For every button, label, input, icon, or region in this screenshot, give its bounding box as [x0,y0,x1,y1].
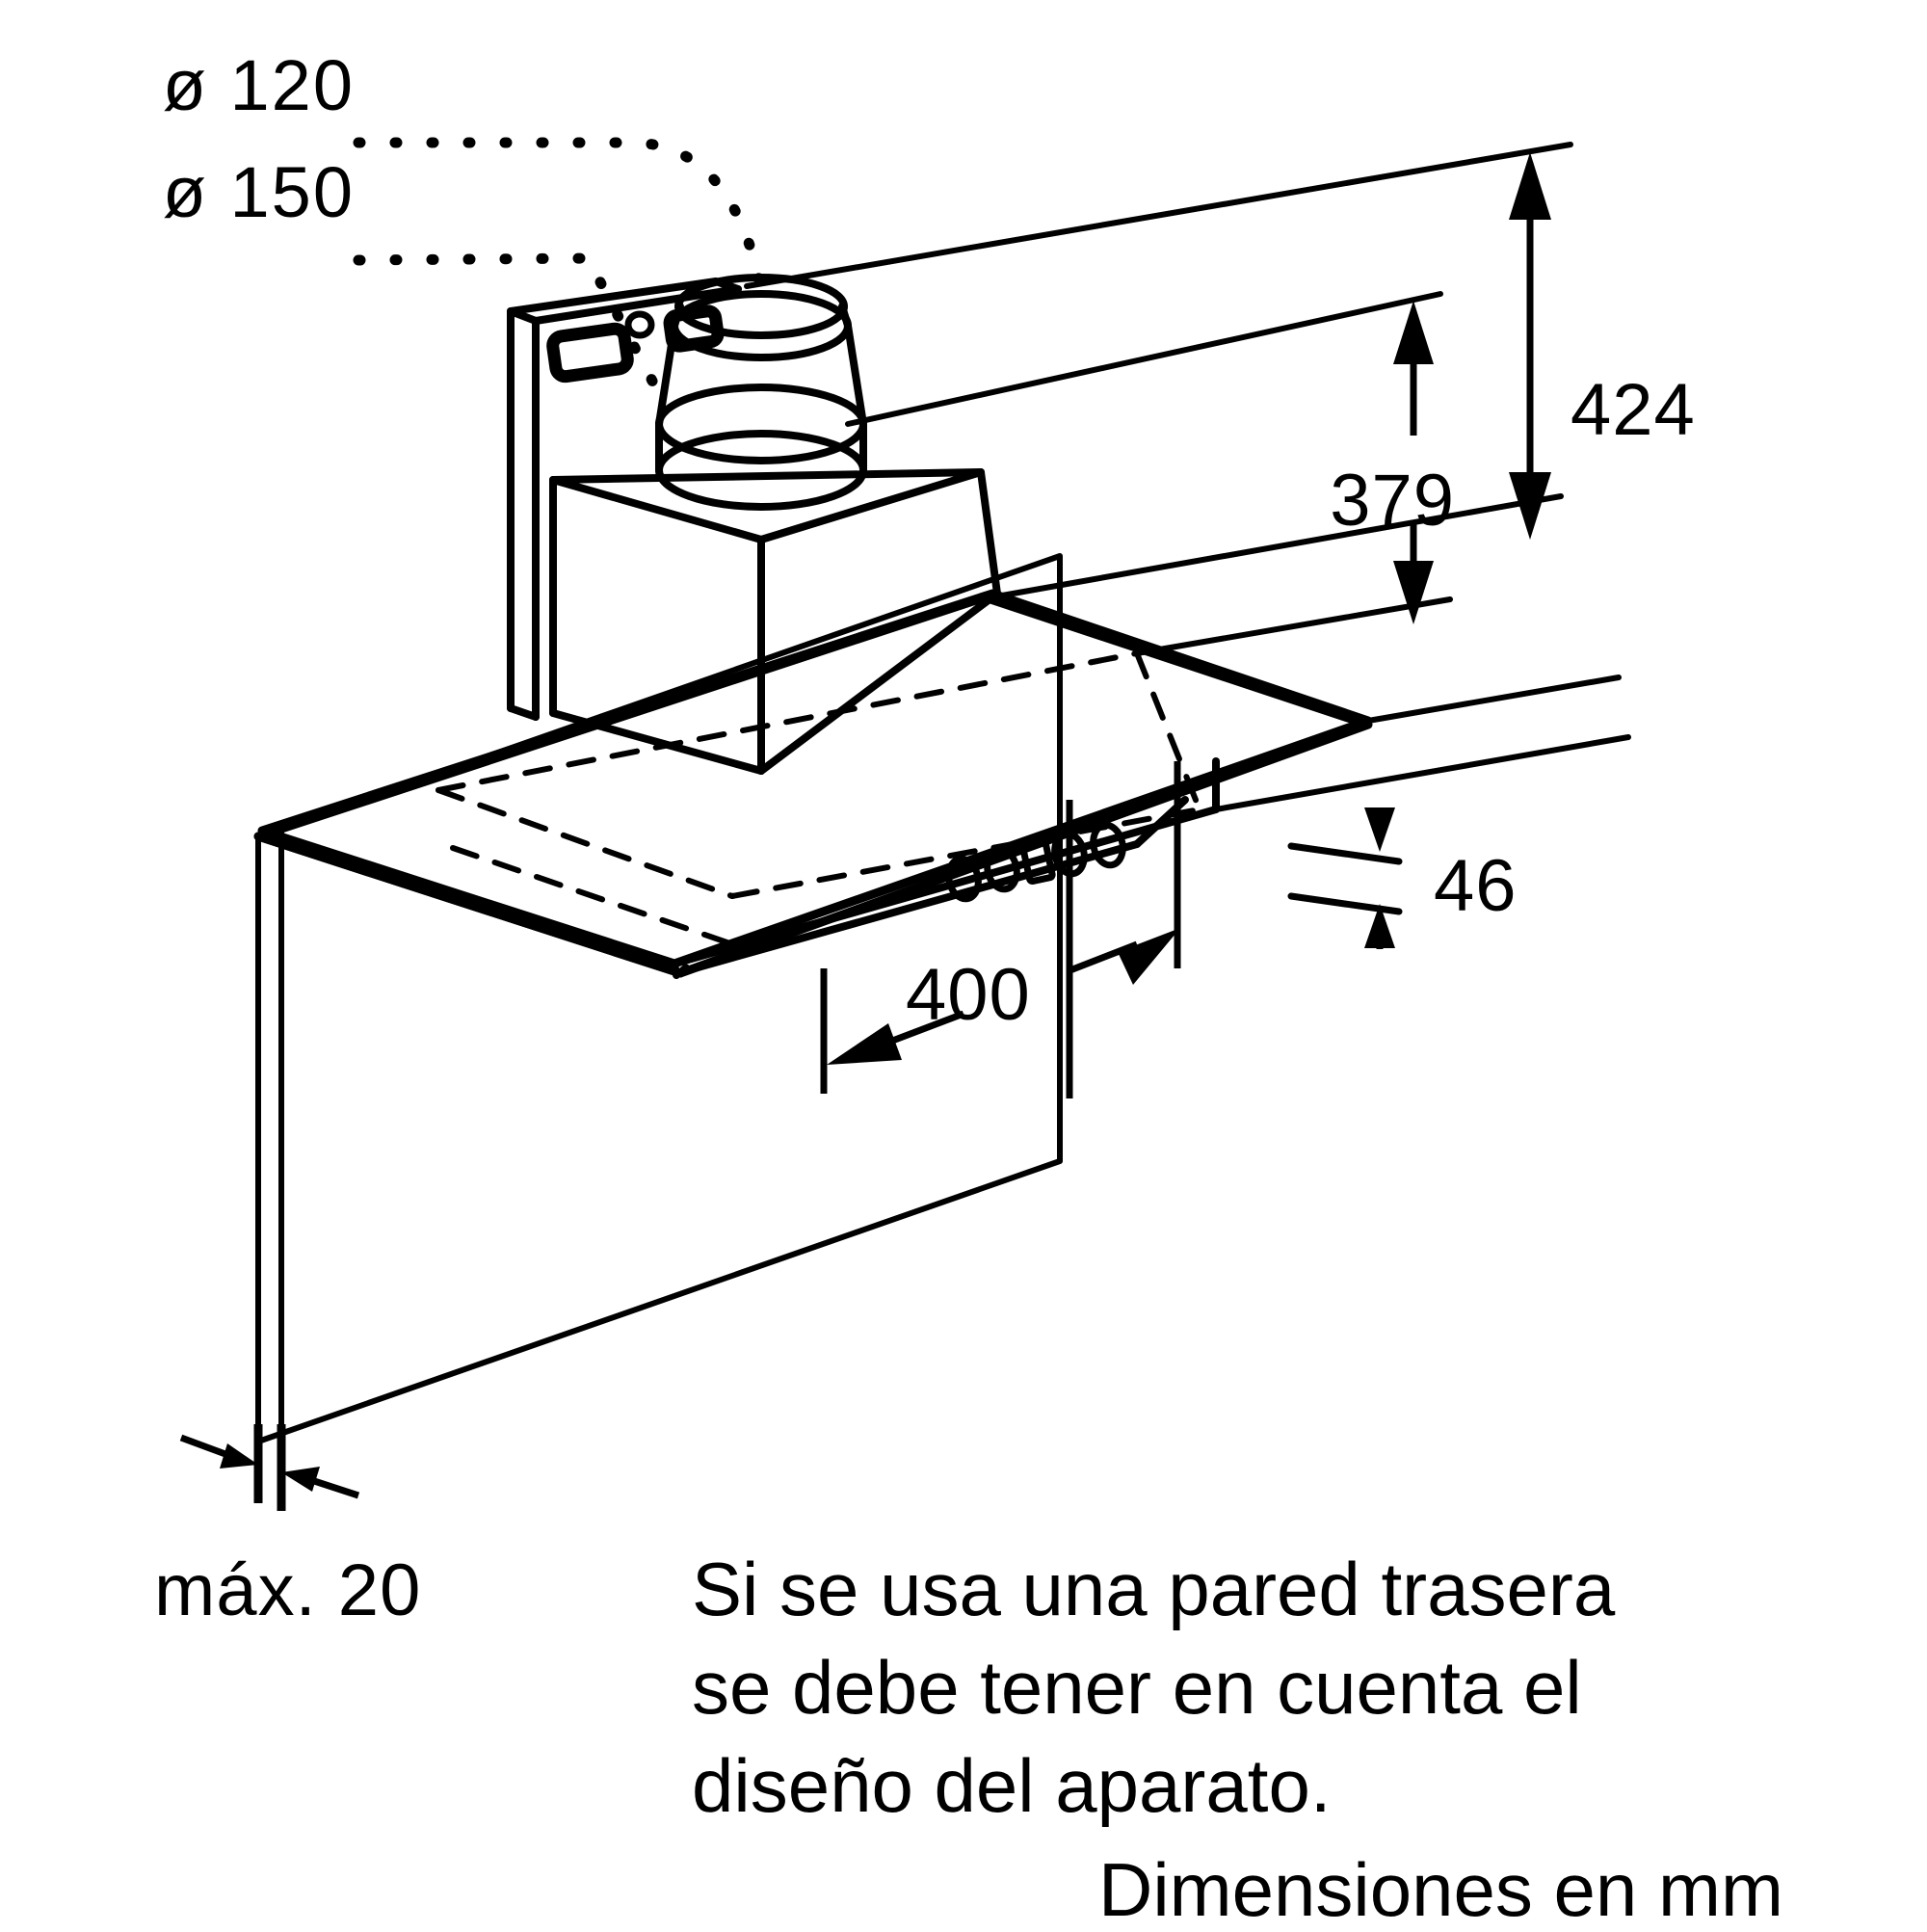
bracket-hole-icon [624,310,655,339]
dimension-max-20 [179,1424,360,1511]
note-line-2: se debe tener en cuenta el [692,1645,1582,1730]
dimension-46-label: 46 [1434,845,1518,927]
back-wall-panel [255,553,1063,1444]
diameter-leader-lines [353,137,767,295]
leader-150-b [353,252,671,410]
note-line-1: Si se usa una pared trasera [692,1547,1616,1631]
dimension-46-refs [1287,842,1403,915]
dimension-379-label: 379 [1330,460,1455,542]
canopy-front-edge [253,832,685,978]
canopy-plate [257,589,1373,968]
units-note: Dimensiones en mm [1098,1847,1783,1932]
canopy-front-band [671,757,1220,979]
diameter-120-label: ø 120 [162,45,355,125]
dimension-424-label: 424 [1571,369,1696,451]
ext-top-379 [845,291,1443,427]
diameter-150-label: ø 150 [162,152,355,232]
leader-120 [353,137,767,295]
note-line-3: diseño del aparato. [692,1743,1332,1828]
bracket-slot-icon [546,322,634,384]
ext-424-bottom [999,493,1564,598]
ext-top-424 [744,142,1573,289]
dimension-400 [820,761,1181,1098]
chimney-body [549,468,1001,775]
mounting-bracket [507,278,742,721]
diameter-leader-lines-2 [353,252,671,410]
ext-46-bottom [1213,734,1631,812]
dimension-400-label: 400 [906,954,1031,1036]
filter-outline-hidden [436,650,1202,952]
dimension-424 [1509,152,1551,540]
dimension-max-20-label: máx. 20 [154,1549,422,1631]
ext-379-bottom [1134,596,1453,656]
dimension-379 [1393,301,1434,624]
dimension-46 [1364,807,1395,949]
extension-lines [744,142,1631,812]
ext-46-top [1365,675,1622,724]
